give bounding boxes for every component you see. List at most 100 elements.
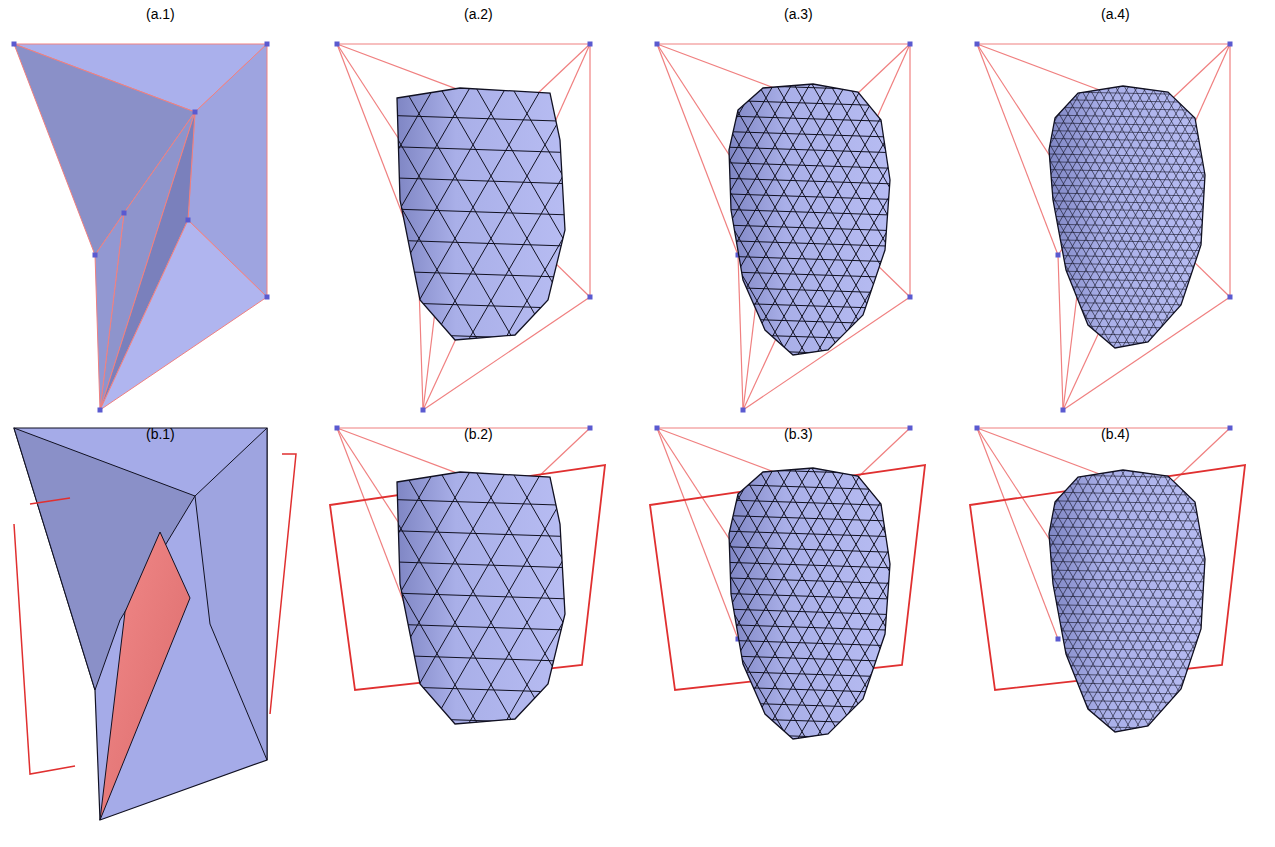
mesh-edge	[0, 404, 196, 804]
mesh-edge	[973, 586, 1273, 592]
mesh-edge	[281, 404, 512, 804]
mesh-edge	[1221, 404, 1275, 804]
mesh-edge	[1032, 404, 1263, 804]
mesh-edge	[558, 20, 789, 420]
mesh-edge	[522, 20, 753, 420]
mesh-edge	[688, 404, 919, 804]
mesh-edge	[978, 404, 1209, 804]
mesh-edge	[62, 404, 293, 804]
cage-vertex	[1056, 253, 1061, 258]
mesh-edge	[973, 404, 1273, 410]
mesh-edge	[1045, 20, 1275, 420]
mesh-edge	[942, 404, 1173, 804]
panel-label: (b.2)	[464, 426, 493, 442]
mesh-edge	[653, 51, 953, 61]
mesh-edge	[541, 20, 772, 420]
mesh-edge	[643, 404, 874, 804]
mesh-edge	[5, 404, 236, 804]
mesh-edge	[522, 404, 753, 804]
mesh-edge	[333, 716, 633, 726]
mesh-edge	[973, 759, 1273, 765]
mesh-edge	[652, 20, 883, 420]
mesh-edge	[1068, 20, 1275, 420]
mesh-edge	[160, 404, 391, 804]
mesh-edge	[113, 404, 344, 804]
mesh-edge	[973, 223, 1273, 229]
mesh-edge	[576, 404, 807, 804]
mesh-edge	[771, 20, 1002, 420]
mesh-edge	[653, 622, 953, 632]
mesh-edge	[523, 404, 754, 804]
mesh-edge	[684, 404, 915, 804]
mesh-edge	[333, 363, 633, 373]
mesh-edge	[720, 20, 951, 420]
cage-vertex	[655, 42, 660, 47]
mesh-edge	[973, 681, 1273, 687]
mesh-edge	[1152, 404, 1275, 804]
mesh-lines	[0, 404, 1233, 807]
mesh-edge	[472, 20, 703, 420]
mesh-edge	[612, 20, 843, 420]
mesh-edge	[1153, 404, 1275, 804]
mesh-edge	[249, 404, 480, 804]
mesh-edge	[1161, 20, 1275, 420]
mesh-edge	[632, 404, 863, 804]
mesh-edge	[412, 404, 643, 804]
mesh-edge	[454, 404, 685, 804]
mesh-edge	[1203, 20, 1275, 420]
mesh-edge	[1063, 404, 1275, 804]
mesh-edge	[825, 404, 1056, 804]
mesh-edge	[333, 560, 633, 570]
mesh-edge	[382, 404, 613, 804]
mesh-edge	[922, 404, 1153, 804]
mesh-edge	[649, 404, 880, 804]
mesh-edge	[798, 20, 1029, 420]
face	[195, 428, 267, 760]
mesh-edge	[1027, 20, 1258, 420]
mesh-edge	[760, 404, 991, 804]
mesh-edge	[594, 404, 825, 804]
mesh-edge	[333, 591, 633, 601]
mesh-edge	[1225, 404, 1275, 804]
mesh-edge	[973, 51, 1273, 57]
mesh-edge	[722, 404, 953, 804]
cutting-plane	[270, 454, 296, 714]
mesh-edge	[973, 324, 1273, 330]
mesh-edge	[0, 404, 41, 804]
mesh-edge	[382, 404, 613, 804]
mesh-edge	[443, 404, 674, 804]
mesh-edge	[98, 20, 329, 420]
mesh-edge	[855, 20, 1086, 420]
mesh-edge	[382, 20, 613, 420]
mesh-edge	[763, 404, 994, 804]
mesh-edge	[592, 404, 823, 804]
mesh-edge	[513, 404, 744, 804]
mesh-edge	[653, 238, 953, 248]
mesh-edge	[814, 20, 1045, 420]
mesh-edge	[653, 67, 953, 77]
mesh-edge	[973, 215, 1273, 221]
mesh-edge	[1266, 404, 1275, 804]
mesh-edge	[343, 20, 574, 420]
mesh-edge	[782, 404, 1013, 804]
mesh-edge	[663, 20, 894, 420]
mesh-edge	[350, 404, 581, 804]
cut-region	[0, 404, 1233, 807]
mesh-edge	[1233, 20, 1275, 420]
cage-vertex	[908, 42, 913, 47]
mesh-edge	[238, 20, 469, 420]
mesh-lines	[22, 20, 1275, 420]
mesh-edge	[0, 20, 113, 420]
mesh-edge	[573, 404, 804, 804]
mesh-edge	[184, 404, 415, 804]
mesh-edge	[713, 404, 944, 804]
mesh-edge	[973, 802, 1273, 808]
mesh-edge	[775, 404, 1006, 804]
mesh-edge	[422, 404, 653, 804]
mesh-edge	[807, 404, 1038, 804]
mesh-edge	[1232, 404, 1275, 804]
mesh-edge	[1188, 20, 1275, 420]
mesh-edge	[973, 638, 1273, 644]
mesh-edge	[973, 67, 1273, 73]
mesh-edge	[636, 404, 867, 804]
